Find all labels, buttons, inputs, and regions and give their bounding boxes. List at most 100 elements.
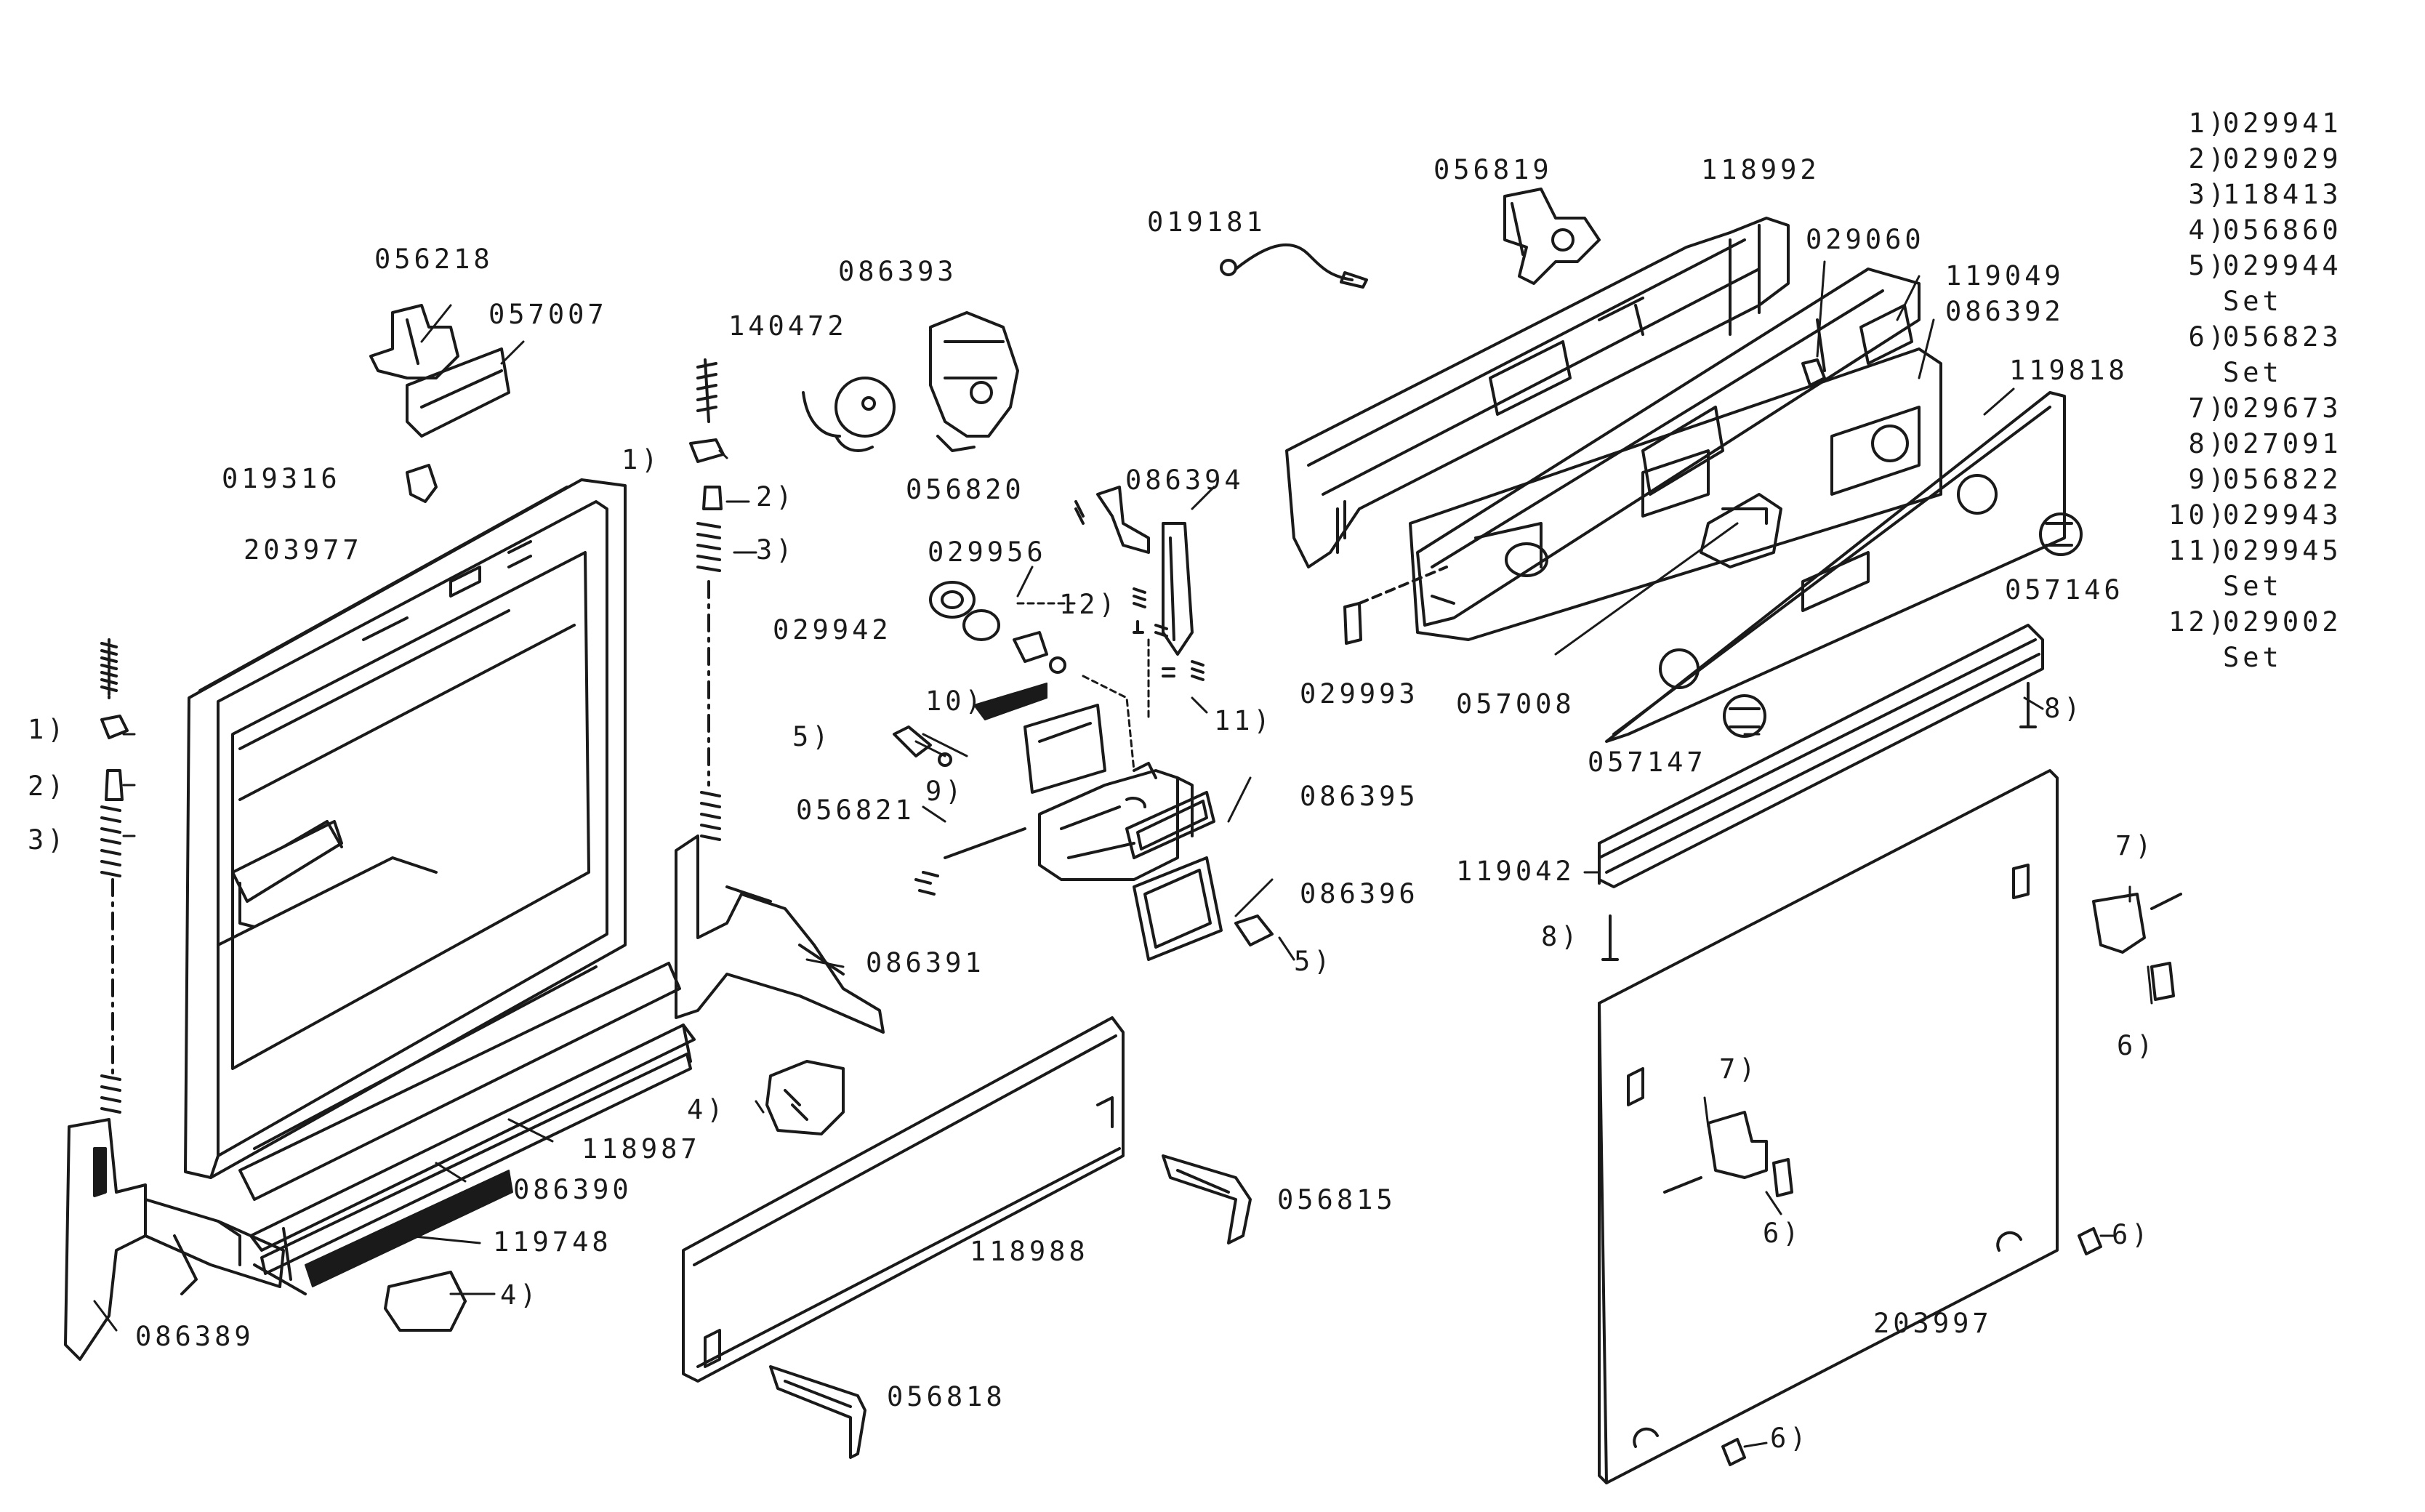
bracket-056818 bbox=[769, 1365, 866, 1459]
callout-11: 11) bbox=[1214, 705, 1274, 736]
label-086394: 086394 bbox=[1125, 465, 1244, 496]
legend-part-code: 056823 bbox=[2223, 321, 2342, 353]
label-086390: 086390 bbox=[513, 1174, 632, 1205]
label-019316: 019316 bbox=[222, 463, 341, 494]
callout-8-lower: 8) bbox=[1541, 921, 1581, 952]
knob-057146 bbox=[2039, 512, 2083, 556]
callout-6-corner: 6) bbox=[2112, 1219, 2152, 1250]
label-056218: 056218 bbox=[374, 244, 494, 275]
clip-029993 bbox=[1343, 566, 1448, 645]
label-086392: 086392 bbox=[1945, 296, 2064, 327]
legend-part-code: 029943 bbox=[2223, 499, 2342, 531]
callout-5-right: 5) bbox=[1294, 946, 1334, 977]
callout-3-center: 3) bbox=[756, 534, 796, 566]
label-057008: 057008 bbox=[1456, 688, 1575, 720]
label-029956: 029956 bbox=[928, 536, 1047, 568]
legend-part-code: 056860 bbox=[2223, 214, 2342, 246]
label-118988: 118988 bbox=[970, 1236, 1089, 1267]
switch-140472 bbox=[802, 377, 896, 452]
label-086391: 086391 bbox=[866, 947, 985, 978]
outer-door-203997 bbox=[1598, 769, 2059, 1484]
callout-7-door: 7) bbox=[1719, 1053, 1759, 1085]
lever-086394 bbox=[1162, 522, 1194, 656]
label-057146: 057146 bbox=[2005, 574, 2124, 606]
trim-rail-119042 bbox=[1598, 624, 2044, 888]
label-056820: 056820 bbox=[906, 474, 1025, 505]
label-019181: 019181 bbox=[1147, 206, 1266, 238]
cover-9-10 bbox=[973, 683, 1106, 794]
panel-frame-118992 bbox=[1285, 217, 1790, 568]
legend-set-note: Set bbox=[2223, 286, 2283, 317]
legend-set-note: Set bbox=[2223, 357, 2283, 388]
gasket-086396 bbox=[1133, 856, 1223, 961]
callout-7-right: 7) bbox=[2115, 830, 2155, 861]
label-029942: 029942 bbox=[773, 614, 892, 646]
bumper-block-center bbox=[765, 1060, 845, 1135]
legend-part-code: 029944 bbox=[2223, 250, 2342, 281]
label-086395: 086395 bbox=[1300, 781, 1419, 812]
label-203977: 203977 bbox=[244, 534, 363, 566]
gasket-086395 bbox=[1125, 791, 1215, 859]
leader-lines bbox=[93, 260, 2153, 1448]
latch-056218 bbox=[369, 304, 510, 438]
legend-part-code: 029029 bbox=[2223, 143, 2342, 174]
label-086396: 086396 bbox=[1300, 878, 1419, 909]
label-118992: 118992 bbox=[1701, 154, 1820, 185]
panel-086392 bbox=[1409, 347, 1942, 641]
legend-number: 12) bbox=[2168, 606, 2228, 638]
legend-row: 1)029941 bbox=[2130, 108, 2406, 143]
legend-number: 3) bbox=[2188, 179, 2228, 210]
legend-number: 4) bbox=[2188, 214, 2228, 246]
bracket-056820 bbox=[1074, 486, 1150, 554]
label-056818: 056818 bbox=[887, 1381, 1006, 1412]
legend-part-code: 029945 bbox=[2223, 535, 2342, 566]
label-029060: 029060 bbox=[1806, 224, 1925, 255]
callout-9: 9) bbox=[925, 776, 965, 807]
small-springs-12 bbox=[1133, 587, 1205, 681]
pin-056821 bbox=[914, 827, 1026, 896]
panel-119818 bbox=[1605, 391, 2066, 743]
clip-019316 bbox=[406, 464, 438, 503]
legend-number: 9) bbox=[2188, 464, 2228, 495]
callout-3-left: 3) bbox=[28, 824, 68, 856]
callout-8-upper: 8) bbox=[2044, 693, 2084, 724]
inner-door-panel bbox=[184, 478, 627, 1179]
legend-row: 10)029943 bbox=[2130, 499, 2406, 535]
bracket-056815 bbox=[1162, 1154, 1252, 1244]
label-029993: 029993 bbox=[1300, 678, 1419, 709]
label-057147: 057147 bbox=[1588, 747, 1707, 778]
legend-row: 9)056822 bbox=[2130, 464, 2406, 499]
legend-number: 10) bbox=[2168, 499, 2228, 531]
callout-5-left: 5) bbox=[792, 721, 832, 752]
label-119818: 119818 bbox=[2009, 355, 2128, 386]
callout-12: 12) bbox=[1059, 589, 1119, 620]
timer-086393 bbox=[929, 311, 1019, 452]
label-056819: 056819 bbox=[1433, 154, 1553, 185]
legend-part-code: 029673 bbox=[2223, 393, 2342, 424]
left-hinge-bracket bbox=[64, 1118, 307, 1361]
callout-1-center: 1) bbox=[622, 444, 661, 475]
label-056815: 056815 bbox=[1277, 1184, 1396, 1215]
hinge-7-right bbox=[2092, 893, 2182, 1001]
legend-number: 8) bbox=[2188, 428, 2228, 459]
callout-2-left: 2) bbox=[28, 771, 68, 802]
center-spring-assembly bbox=[675, 358, 885, 1034]
label-119042: 119042 bbox=[1456, 856, 1575, 887]
callout-1-left: 1) bbox=[28, 714, 68, 745]
door-lock-086395 bbox=[1038, 762, 1194, 881]
legend-part-code: 029941 bbox=[2223, 108, 2342, 139]
leader-lines-center bbox=[1016, 602, 1150, 772]
legend-row: 7)029673 bbox=[2130, 393, 2406, 428]
label-119748: 119748 bbox=[493, 1226, 612, 1258]
kick-panel-118988 bbox=[682, 1016, 1125, 1383]
spring-5-small bbox=[893, 725, 1274, 946]
cable-019181 bbox=[1220, 243, 1368, 289]
legend-row: 8)027091 bbox=[2130, 428, 2406, 464]
legend-number: 7) bbox=[2188, 393, 2228, 424]
legend-part-code: 029002 bbox=[2223, 606, 2342, 638]
legend-number: 6) bbox=[2188, 321, 2228, 353]
knob-057008 bbox=[1700, 493, 1782, 568]
